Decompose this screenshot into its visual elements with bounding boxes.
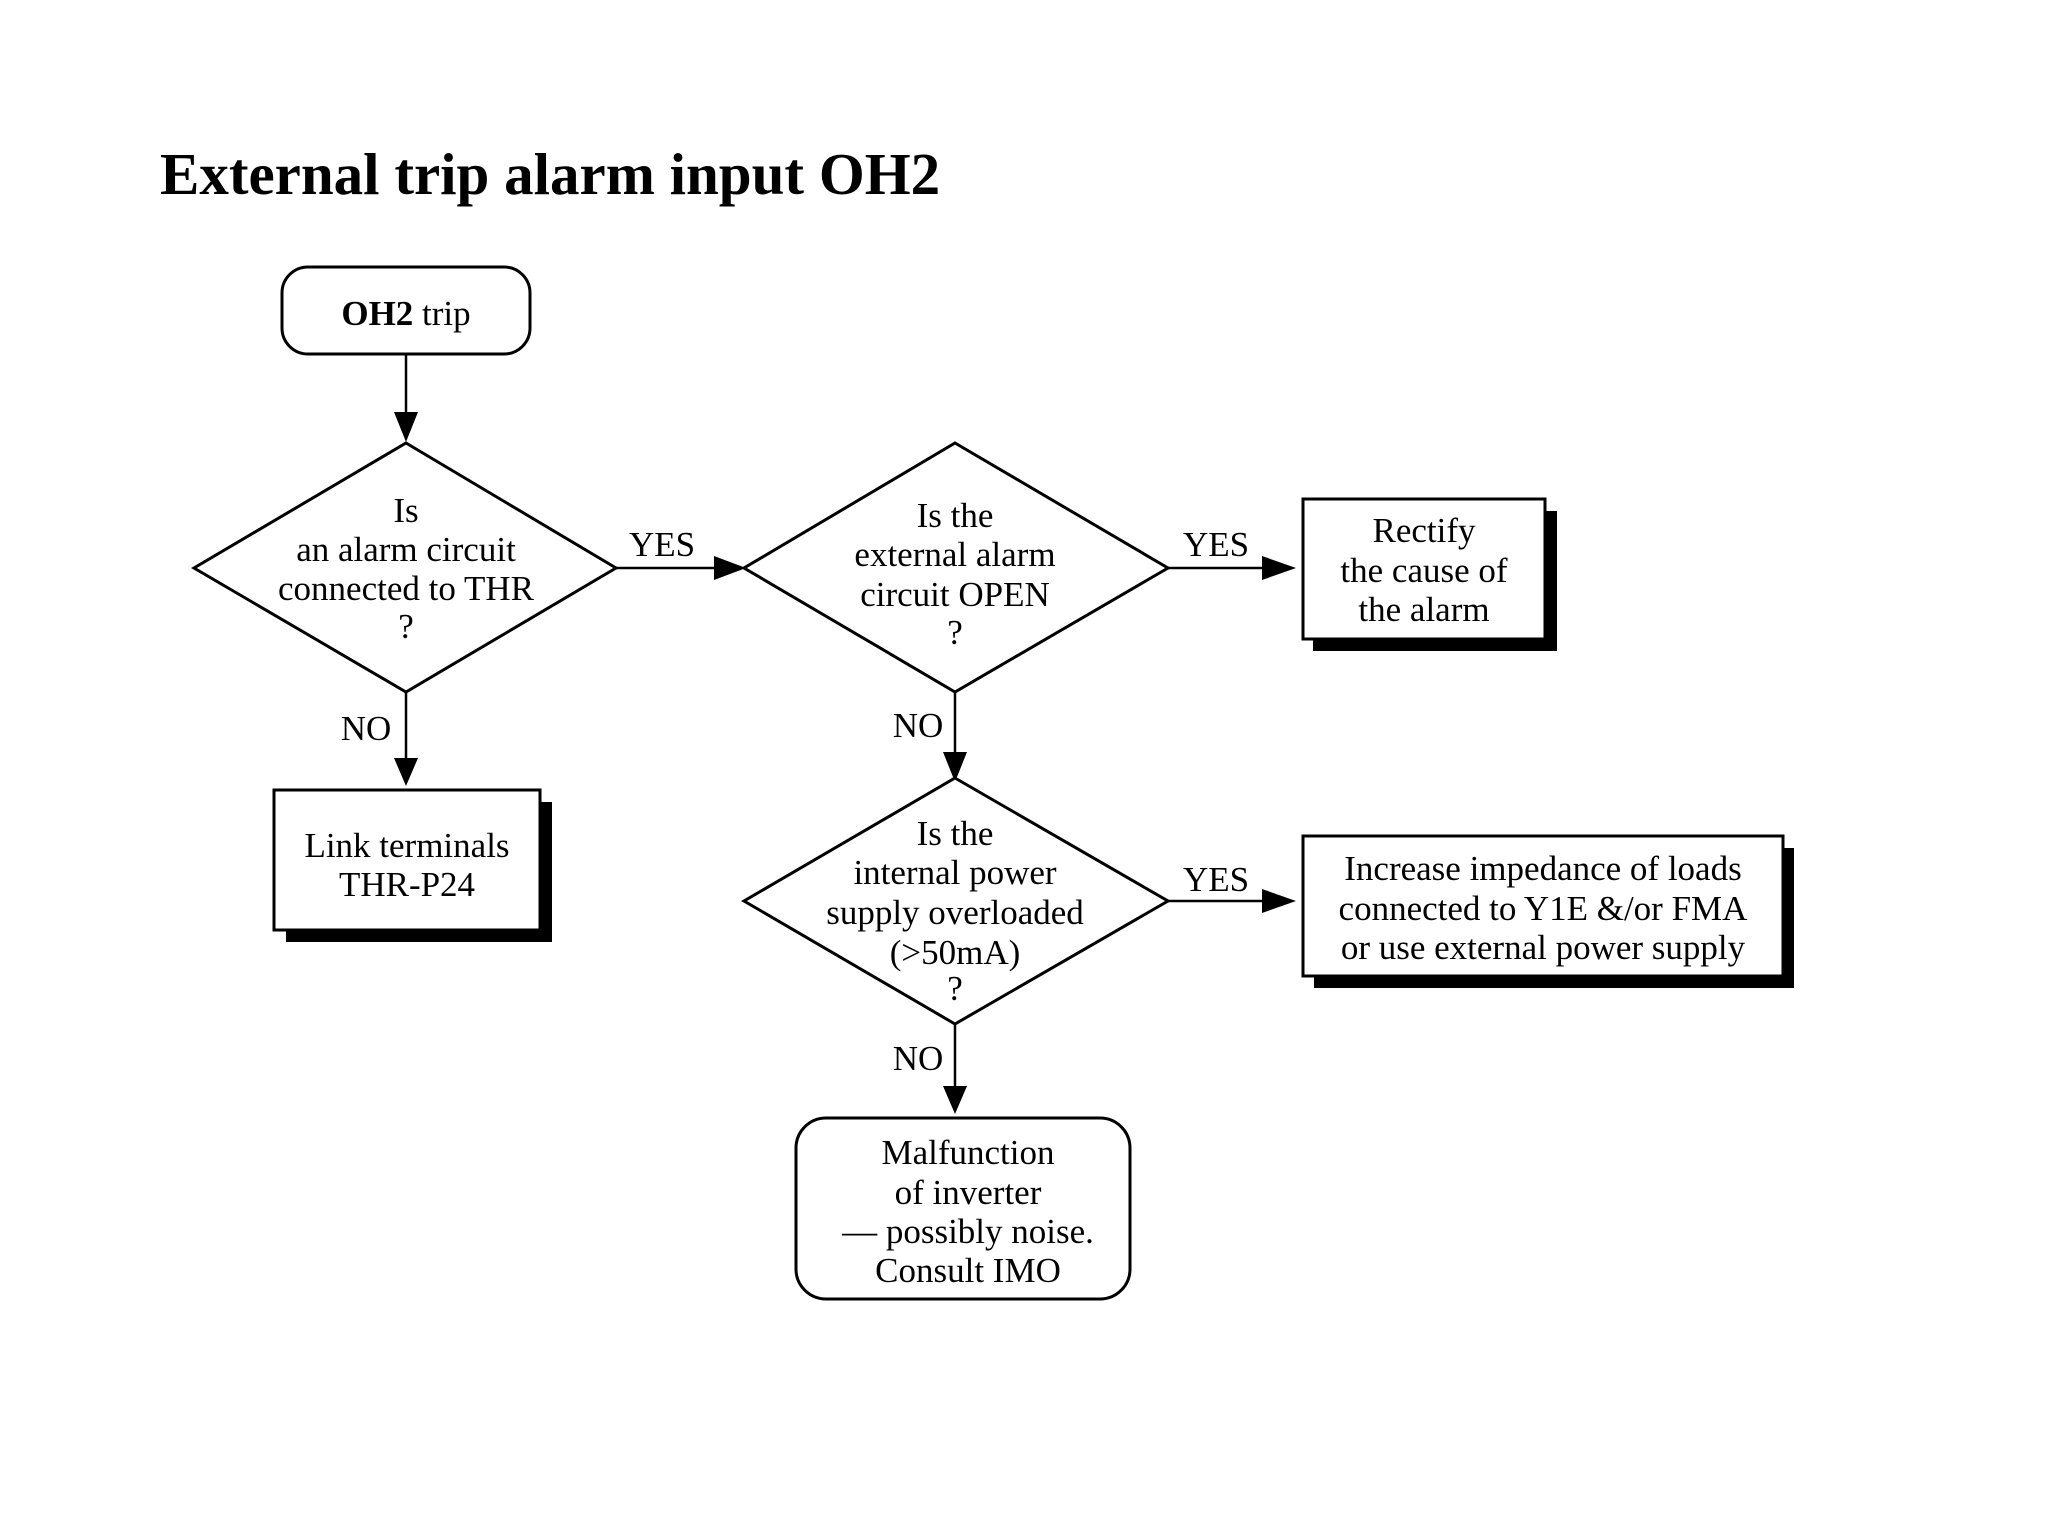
arrowhead-overload-yes (1262, 889, 1296, 913)
decision-open-line-3: circuit OPEN (860, 575, 1050, 614)
decision-open-shape (741, 441, 1171, 694)
decision-overload-line-1: Is the (917, 814, 994, 853)
decision-thr-line-1: Is (393, 491, 418, 530)
action-link-shape (272, 788, 542, 932)
action-rectify-cause: Rectify the cause of the alarm (1301, 497, 1557, 651)
decision-thr-shape (191, 441, 619, 694)
page-title: External trip alarm input OH2 (160, 141, 941, 207)
start-node-label: OH2 trip (341, 294, 470, 333)
end-node-malfunction: Malfunction of inverter — possibly noise… (794, 1116, 1132, 1301)
edge-labels: YES NO YES NO YES NO (341, 525, 1249, 1078)
end-node-line-2: of inverter (895, 1173, 1042, 1212)
decision-open-line-1: Is the (917, 496, 994, 535)
decision-thr-line-2: an alarm circuit (296, 530, 516, 569)
decision-power-supply-overloaded: Is the internal power supply overloaded … (741, 776, 1171, 1026)
decision-open-line-2: external alarm (854, 535, 1055, 574)
connectors (394, 354, 1296, 1114)
edge-label-overload-no: NO (893, 1039, 944, 1078)
action-impedance-line-3: or use external power supply (1341, 928, 1746, 967)
end-node-line-1: Malfunction (881, 1133, 1054, 1172)
action-link-line-2: THR-P24 (339, 865, 475, 904)
start-node-oh2-trip: OH2 trip (280, 265, 532, 356)
arrowhead-thr-yes (714, 556, 746, 580)
arrowhead-open-yes (1262, 556, 1296, 580)
decision-overload-line-5: ? (947, 969, 963, 1008)
arrowhead-open-no (943, 752, 967, 782)
end-node-shape (794, 1116, 1132, 1301)
arrowhead-start-to-thr (394, 412, 418, 442)
edge-label-thr-yes: YES (629, 525, 695, 564)
decision-open-line-4: ? (947, 613, 963, 652)
decision-thr-line-3: connected to THR (278, 569, 535, 608)
decision-overload-line-3: supply overloaded (826, 893, 1084, 932)
action-rectify-line-2: the cause of (1340, 551, 1507, 590)
action-impedance-shape (1301, 834, 1785, 978)
edge-label-overload-yes: YES (1183, 860, 1249, 899)
decision-overload-line-2: internal power (853, 853, 1056, 892)
end-node-line-4: Consult IMO (875, 1251, 1061, 1290)
end-node-line-3: — possibly noise. (841, 1212, 1094, 1251)
decision-alarm-circuit-thr: Is an alarm circuit connected to THR ? (191, 441, 619, 694)
action-rectify-shape (1301, 497, 1547, 641)
start-node-shape (280, 265, 532, 356)
edge-label-open-yes: YES (1183, 525, 1249, 564)
decision-overload-shape (741, 776, 1171, 1026)
decision-thr-line-4: ? (398, 607, 414, 646)
arrowhead-overload-no (943, 1086, 967, 1114)
action-impedance-line-1: Increase impedance of loads (1344, 849, 1741, 888)
action-rectify-line-3: the alarm (1358, 590, 1489, 629)
decision-external-alarm-open: Is the external alarm circuit OPEN ? (741, 441, 1171, 694)
edge-label-open-no: NO (893, 706, 944, 745)
start-node-rest: trip (413, 294, 470, 333)
action-link-terminals: Link terminals THR-P24 (272, 788, 552, 942)
action-impedance-line-2: connected to Y1E &/or FMA (1339, 889, 1749, 928)
decision-overload-line-4: (>50mA) (890, 933, 1021, 972)
edge-label-thr-no: NO (341, 709, 392, 748)
action-rectify-line-1: Rectify (1372, 511, 1476, 550)
action-increase-impedance: Increase impedance of loads connected to… (1301, 834, 1794, 988)
action-link-line-1: Link terminals (304, 826, 509, 865)
arrowhead-thr-no (394, 758, 418, 786)
start-node-bold: OH2 (341, 294, 413, 333)
